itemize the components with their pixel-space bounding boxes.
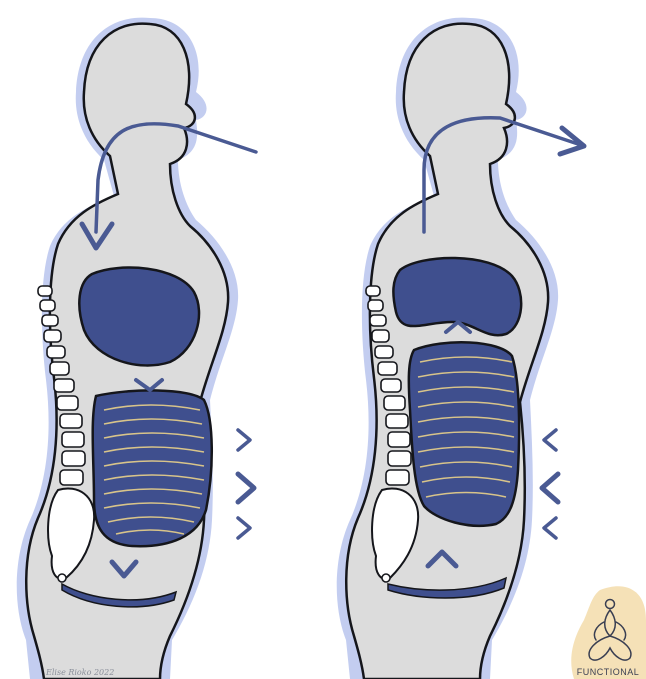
abdomen	[93, 390, 212, 546]
expansion-chevrons	[238, 430, 254, 538]
contraction-chevrons	[542, 430, 558, 538]
brand-name: FUNCTIONAL	[570, 666, 646, 679]
abdomen	[409, 342, 519, 525]
artist-signature: Elise Rioko 2022	[46, 667, 156, 679]
figure-exhale	[337, 18, 584, 679]
figure-inhale	[17, 18, 256, 679]
